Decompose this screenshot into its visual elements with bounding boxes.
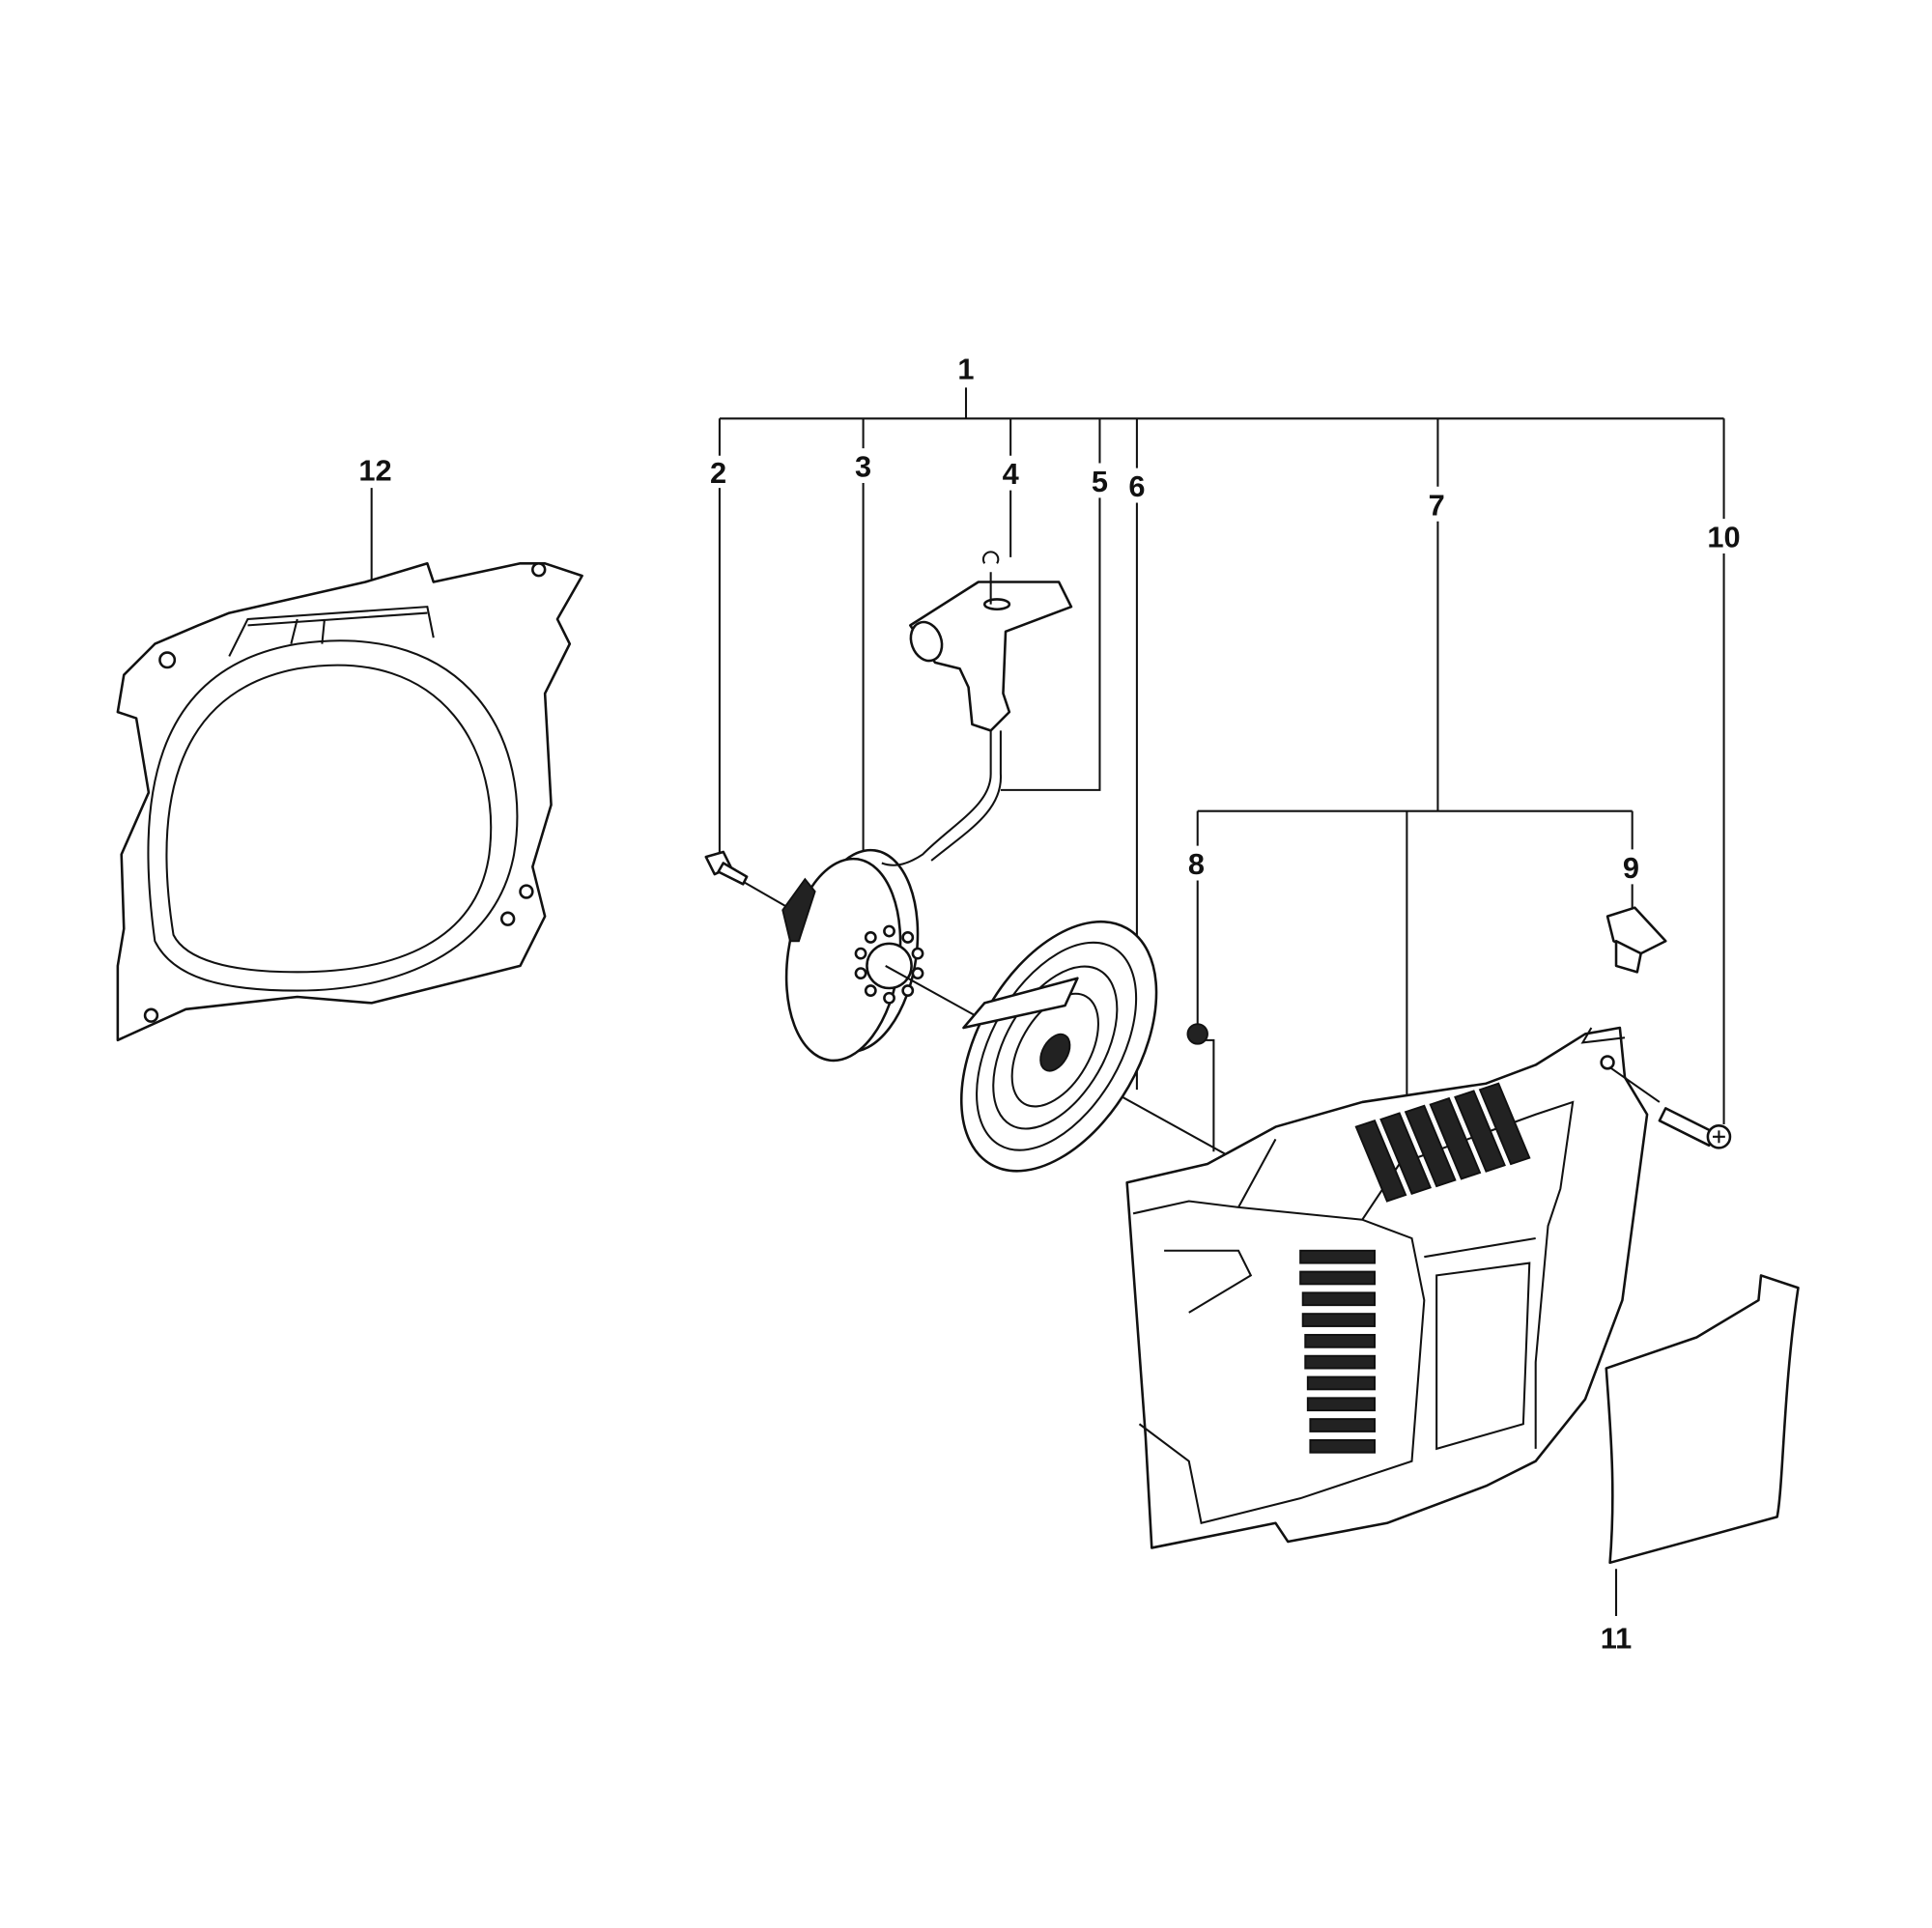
callout-1: 1 (957, 352, 974, 385)
part-3-pulley (781, 848, 1289, 1190)
callout-3: 3 (855, 450, 871, 484)
part-7-starter-cover (1125, 1026, 1661, 1549)
part-2-screw (704, 850, 794, 912)
callout-4: 4 (1003, 457, 1019, 491)
part-11-decal (1605, 1274, 1800, 1565)
callout-12: 12 (358, 453, 391, 487)
part-9-grommet (1605, 906, 1667, 974)
part-10-screw (1658, 1107, 1732, 1149)
part-5-rope (881, 730, 1002, 866)
part-4-starter-handle (909, 551, 1073, 732)
callout-9: 9 (1623, 851, 1639, 885)
part-6-spring (959, 920, 1158, 1173)
callout-7: 7 (1429, 488, 1445, 522)
callout-11: 11 (1601, 1621, 1633, 1655)
part-12-fan-housing (116, 562, 583, 1042)
callout-2: 2 (710, 456, 726, 490)
callout-8: 8 (1188, 847, 1205, 881)
callout-labels: 1 2 3 4 5 6 7 8 9 10 11 12 (358, 352, 1740, 1655)
leader-lines (370, 387, 1725, 1616)
callout-10: 10 (1707, 521, 1740, 554)
callout-5: 5 (1092, 465, 1108, 498)
callout-6: 6 (1128, 469, 1145, 503)
